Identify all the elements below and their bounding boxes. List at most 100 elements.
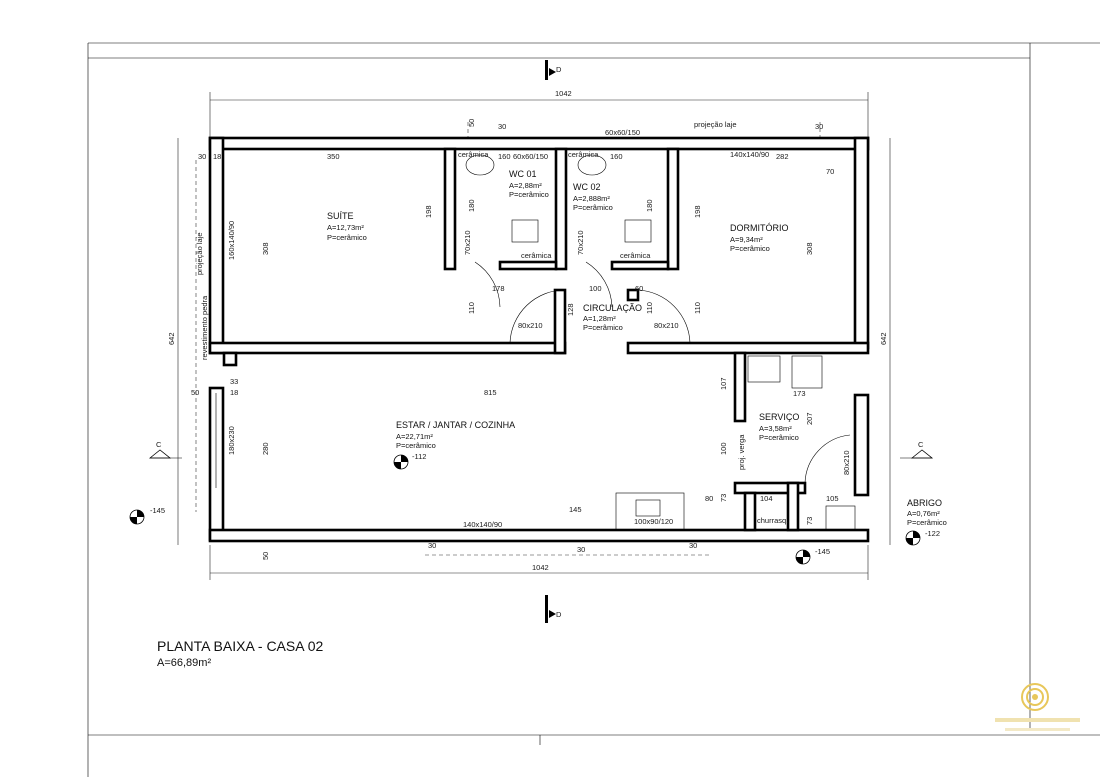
- svg-text:180x230: 180x230: [227, 426, 236, 455]
- svg-text:WC 01: WC 01: [509, 169, 537, 179]
- section-mark-d-top: D: [545, 60, 562, 80]
- room-suite: SUÍTE A=12,73m² P=cerâmico: [327, 211, 367, 242]
- svg-text:70: 70: [826, 167, 834, 176]
- svg-text:P=cerâmico: P=cerâmico: [759, 433, 799, 442]
- room-circulacao: CIRCULAÇÃO A=1,28m² P=cerâmico: [583, 303, 642, 332]
- plan-title: PLANTA BAIXA - CASA 02: [157, 638, 323, 654]
- svg-text:180: 180: [467, 199, 476, 212]
- svg-text:160: 160: [498, 152, 511, 161]
- svg-text:18: 18: [213, 152, 221, 161]
- svg-text:CIRCULAÇÃO: CIRCULAÇÃO: [583, 303, 642, 313]
- svg-text:30: 30: [498, 122, 506, 131]
- svg-text:cerâmica: cerâmica: [521, 251, 552, 260]
- svg-text:33: 33: [230, 377, 238, 386]
- svg-text:P=cerâmico: P=cerâmico: [730, 244, 770, 253]
- svg-text:30: 30: [428, 541, 436, 550]
- svg-text:308: 308: [261, 242, 270, 255]
- misc-labels: cerâmica cerâmica cerâmica cerâmica chur…: [200, 150, 788, 525]
- svg-text:1042: 1042: [555, 89, 572, 98]
- svg-text:1042: 1042: [532, 563, 549, 572]
- svg-text:104: 104: [760, 494, 773, 503]
- svg-text:100: 100: [719, 442, 728, 455]
- svg-text:A=2,888m²: A=2,888m²: [573, 194, 610, 203]
- fixtures: [465, 154, 856, 531]
- svg-text:A=12,73m²: A=12,73m²: [327, 223, 364, 232]
- svg-text:ESTAR / JANTAR / COZINHA: ESTAR / JANTAR / COZINHA: [396, 420, 515, 430]
- svg-text:80x210: 80x210: [842, 450, 851, 475]
- svg-text:cerâmica: cerâmica: [458, 150, 489, 159]
- section-mark-d-bottom: D: [545, 595, 562, 623]
- svg-text:C: C: [918, 440, 924, 449]
- svg-text:P=cerâmico: P=cerâmico: [396, 441, 436, 450]
- section-mark-c-left: C: [148, 440, 182, 459]
- svg-text:107: 107: [719, 377, 728, 390]
- svg-text:ABRIGO: ABRIGO: [907, 498, 942, 508]
- dimension-right-total: 642: [879, 138, 891, 545]
- svg-text:110: 110: [693, 302, 702, 314]
- dimension-left-total: 642: [167, 138, 179, 545]
- svg-text:30: 30: [815, 122, 823, 131]
- svg-text:198: 198: [693, 205, 702, 218]
- svg-text:207: 207: [805, 412, 814, 425]
- logo-icon: [995, 683, 1080, 731]
- level-marker-abrigo: -122: [905, 529, 940, 546]
- svg-text:revestimento pedra: revestimento pedra: [200, 295, 209, 360]
- svg-text:308: 308: [805, 242, 814, 255]
- svg-text:128: 128: [566, 303, 575, 316]
- svg-text:280: 280: [261, 442, 270, 455]
- plan-title-block: PLANTA BAIXA - CASA 02 A=66,89m²: [157, 638, 323, 669]
- svg-text:80x210: 80x210: [654, 321, 679, 330]
- section-mark-c-right: C: [900, 440, 934, 459]
- room-wc02: WC 02 A=2,888m² P=cerâmico: [573, 182, 613, 212]
- svg-text:30: 30: [198, 152, 206, 161]
- svg-text:churrasq.: churrasq.: [757, 516, 788, 525]
- svg-text:642: 642: [879, 332, 888, 345]
- svg-text:140x140/90: 140x140/90: [463, 520, 502, 529]
- svg-text:A=1,28m²: A=1,28m²: [583, 314, 616, 323]
- svg-text:73: 73: [719, 494, 728, 502]
- svg-text:60x60/150: 60x60/150: [513, 152, 548, 161]
- svg-text:cerâmica: cerâmica: [568, 150, 599, 159]
- svg-text:73: 73: [805, 517, 814, 525]
- svg-text:projeção laje: projeção laje: [195, 232, 204, 275]
- room-estar: ESTAR / JANTAR / COZINHA A=22,71m² P=cer…: [396, 420, 515, 450]
- svg-text:proj. verga: proj. verga: [737, 434, 746, 470]
- dimension-bottom-total: 1042: [209, 545, 869, 580]
- svg-text:50: 50: [467, 119, 476, 127]
- svg-text:WC 02: WC 02: [573, 182, 601, 192]
- svg-text:140x140/90: 140x140/90: [730, 150, 769, 159]
- svg-text:180: 180: [645, 199, 654, 212]
- svg-text:198: 198: [424, 205, 433, 218]
- svg-text:P=cerâmico: P=cerâmico: [583, 323, 623, 332]
- svg-text:145: 145: [569, 505, 582, 514]
- svg-text:282: 282: [776, 152, 789, 161]
- svg-text:-122: -122: [925, 529, 940, 538]
- svg-text:SERVIÇO: SERVIÇO: [759, 412, 799, 422]
- svg-text:60: 60: [635, 284, 643, 293]
- svg-text:D: D: [556, 65, 562, 74]
- room-abrigo: ABRIGO A=0,76m² P=cerâmico: [907, 498, 947, 527]
- svg-text:D: D: [556, 610, 562, 619]
- level-marker-bottom: -145: [795, 547, 830, 565]
- level-marker-estar: -112: [393, 452, 426, 470]
- svg-text:P=cerâmico: P=cerâmico: [509, 190, 549, 199]
- svg-text:P=cerâmico: P=cerâmico: [327, 233, 367, 242]
- svg-text:160: 160: [610, 152, 623, 161]
- svg-text:80x210: 80x210: [518, 321, 543, 330]
- svg-text:P=cerâmico: P=cerâmico: [573, 203, 613, 212]
- svg-text:-112: -112: [412, 452, 426, 461]
- svg-text:642: 642: [167, 332, 176, 345]
- svg-text:110: 110: [467, 302, 476, 314]
- svg-text:173: 173: [793, 389, 806, 398]
- svg-text:105: 105: [826, 494, 839, 503]
- svg-text:350: 350: [327, 152, 340, 161]
- svg-text:30: 30: [577, 545, 585, 554]
- svg-text:A=9,34m²: A=9,34m²: [730, 235, 763, 244]
- dimension-labels: 350 30 18 160 160 60x60/150 60x60/150 14…: [191, 119, 851, 560]
- svg-text:110: 110: [645, 302, 654, 314]
- plan-area: A=66,89m²: [157, 657, 211, 669]
- svg-text:160x140/90: 160x140/90: [227, 221, 236, 260]
- roof-projection: projeção laje projeção laje: [195, 120, 821, 556]
- room-servico: SERVIÇO A=3,58m² P=cerâmico: [759, 412, 799, 442]
